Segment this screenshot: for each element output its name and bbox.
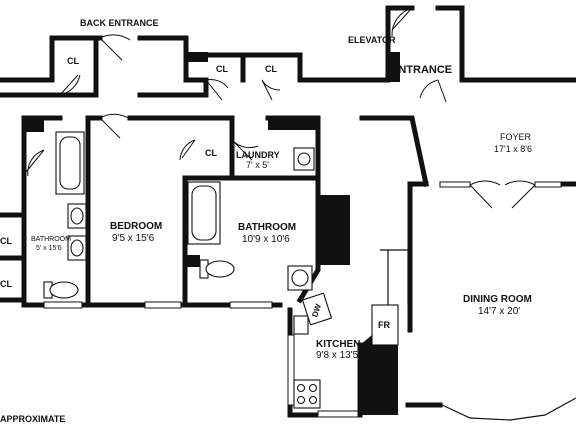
entrance-label: ENTRANCE (391, 64, 452, 76)
windows (43, 181, 576, 421)
solid-blocks (24, 52, 400, 415)
labels: BACK ENTRANCE ELEVATOR ENTRANCE CL CL CL… (0, 18, 532, 424)
closet-label: CL (216, 64, 228, 74)
main-bathroom-name: BATHROOM (238, 222, 296, 233)
closet-label: CL (0, 236, 12, 246)
closet-label: CL (205, 148, 217, 158)
dining-room-dimensions: 14'7 x 20' (478, 306, 520, 317)
main-bathroom-dimensions: 10'9 x 10'6 (242, 234, 290, 245)
laundry-dimensions: 7' x 5' (246, 160, 269, 170)
kitchen-name: KITCHEN (316, 339, 360, 350)
bedroom-dimensions: 9'5 x 15'6 (112, 233, 155, 244)
dishwasher-label: DW (310, 302, 323, 318)
laundry-name: LAUNDRY (236, 150, 280, 160)
fridge-label: FR (378, 320, 390, 330)
dining-room-name: DINING ROOM (463, 294, 532, 305)
small-bathroom-dimensions: 5' x 15'6 (36, 245, 62, 252)
closet-label: CL (0, 279, 12, 289)
approximate-footer: APPROXIMATE (0, 414, 65, 424)
foyer-dimensions: 17'1 x 8'6 (494, 144, 532, 154)
doors (25, 7, 536, 209)
fixtures (43, 131, 409, 409)
small-bathroom-name: BATHROOM (31, 236, 71, 243)
closet-label: CL (265, 64, 277, 74)
kitchen-dimensions: 9'8 x 13'5 (316, 350, 359, 361)
elevator-label: ELEVATOR (348, 35, 396, 45)
back-entrance-label: BACK ENTRANCE (80, 18, 159, 28)
foyer-name: FOYER (500, 132, 532, 142)
bedroom-name: BEDROOM (110, 221, 162, 232)
closet-label: CL (67, 56, 79, 66)
